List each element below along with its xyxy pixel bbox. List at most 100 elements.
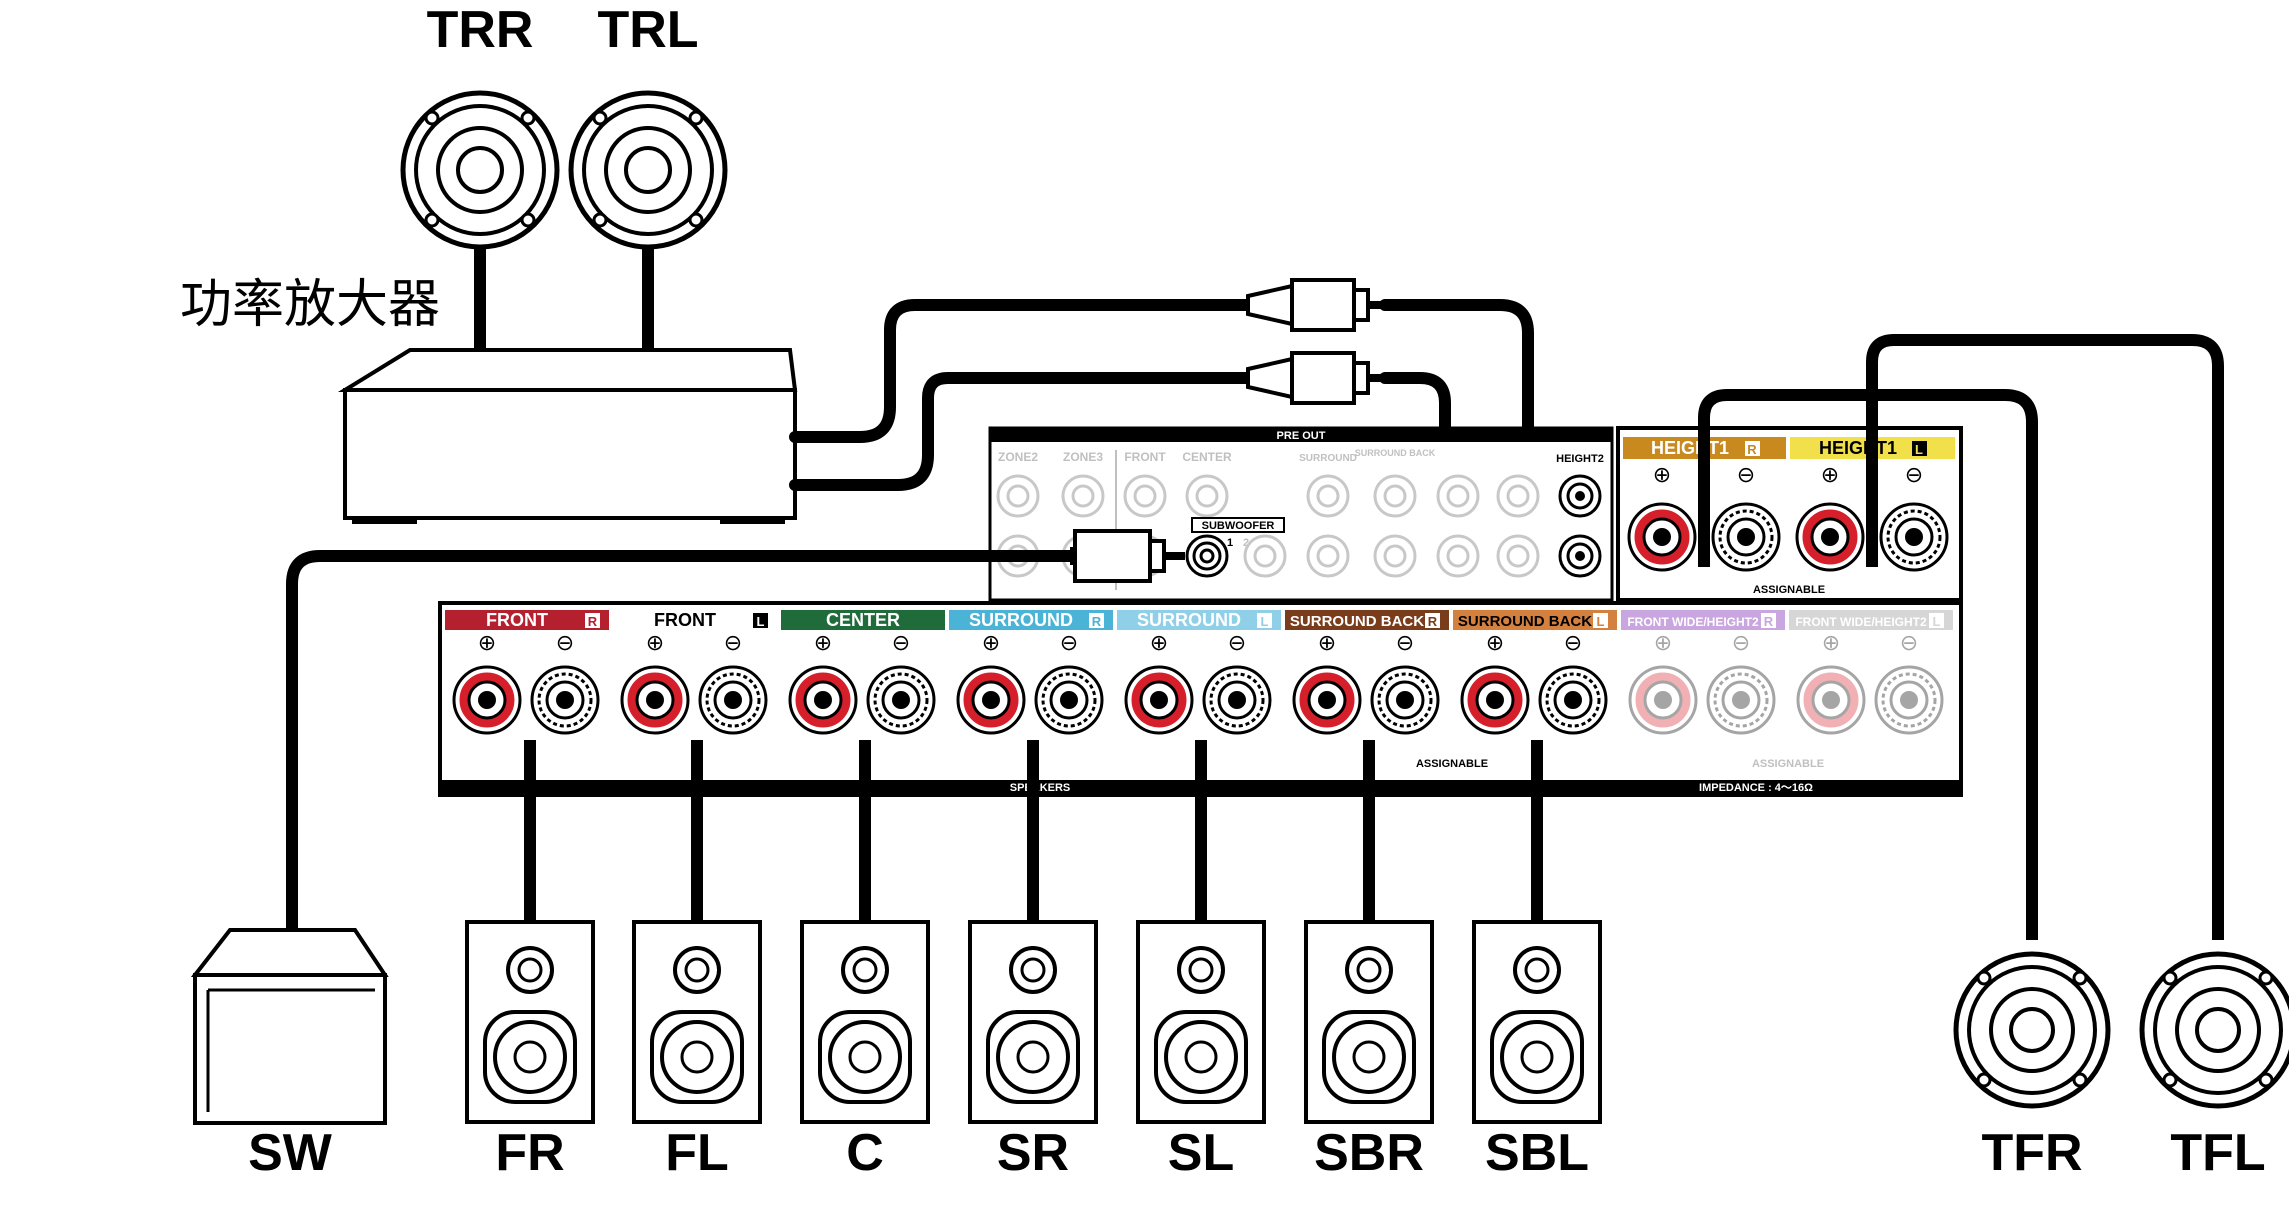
speaker-assignable-label: ASSIGNABLE [1416,758,1488,770]
preout-title: PRE OUT [1277,430,1326,442]
height1-terminals [1627,502,1949,572]
height1-terminal-0[interactable] [1627,502,1697,572]
height1-l-plus: ⊕ [1821,462,1839,487]
height1-assignable: ASSIGNABLE [1753,584,1825,596]
preout-center: CENTER [1182,450,1232,464]
label-tfr: TFR [1981,1124,2082,1182]
terminal-minus-2: ⊖ [892,630,910,655]
label-sbr: SBR [1314,1124,1424,1182]
terminal-plus-post-2[interactable] [788,665,858,735]
svg-text:L: L [1597,614,1605,629]
floor-speaker-5-icon [1304,920,1434,1124]
speaker-trl-icon [568,90,728,250]
height1-terminal-3[interactable] [1879,502,1949,572]
terminal-plus-post-1[interactable] [620,665,690,735]
terminal-plus-post-4[interactable] [1124,665,1194,735]
terminal-label-4: SURROUND [1137,610,1241,630]
label-sr: SR [997,1124,1069,1182]
rca-plug-1-icon [1246,278,1388,332]
power-amplifier-icon [337,348,798,524]
preout-height2: HEIGHT2 [1556,453,1604,465]
terminal-plus-post-3[interactable] [956,665,1026,735]
subwoofer-rca-plug-icon [1070,529,1185,583]
impedance-label: IMPEDANCE : 4～16Ω [1699,782,1813,794]
floor-speaker-3-icon [968,920,1098,1124]
terminal-plus-post-8[interactable] [1796,665,1866,735]
height1-terminal-1[interactable] [1711,502,1781,572]
speaker-tfl-icon [2139,951,2289,1109]
preout-surround-back: SURROUND BACK [1355,448,1436,458]
svg-text:L: L [1261,614,1269,629]
terminal-plus-8: ⊕ [1822,630,1840,655]
terminal-plus-post-5[interactable] [1292,665,1362,735]
height1-terminal-2[interactable] [1795,502,1865,572]
floor-speaker-6-icon [1472,920,1602,1124]
terminal-plus-post-7[interactable] [1628,665,1698,735]
terminal-label-5: SURROUND BACK [1290,613,1424,630]
terminal-plus-3: ⊕ [982,630,1000,655]
floor-speaker-4-icon [1136,920,1266,1124]
svg-text:L: L [757,614,765,629]
terminal-plus-post-6[interactable] [1460,665,1530,735]
terminal-minus-7: ⊖ [1732,630,1750,655]
label-trr: TRR [427,1,534,59]
terminal-plus-7: ⊕ [1654,630,1672,655]
terminal-plus-1: ⊕ [646,630,664,655]
svg-text:L: L [1915,442,1923,457]
height1-r-minus: ⊖ [1737,462,1755,487]
subwoofer-icon [190,928,389,1125]
terminal-minus-5: ⊖ [1396,630,1414,655]
amplifier-label: 功率放大器 [180,275,440,335]
height2-jack-top[interactable] [1558,474,1602,518]
terminal-minus-post-5[interactable] [1370,665,1440,735]
speaker-trr-icon [400,90,560,250]
terminal-plus-6: ⊕ [1486,630,1504,655]
terminal-minus-post-3[interactable] [1034,665,1104,735]
svg-text:L: L [1933,614,1941,629]
floor-speaker-2-icon [800,920,930,1124]
terminal-label-8: FRONT WIDE/HEIGHT2 [1795,615,1927,629]
terminal-plus-0: ⊕ [478,630,496,655]
terminal-minus-8: ⊖ [1900,630,1918,655]
terminal-minus-post-0[interactable] [530,665,600,735]
terminal-label-1: FRONT [654,610,716,630]
terminal-minus-6: ⊖ [1564,630,1582,655]
terminal-minus-post-2[interactable] [866,665,936,735]
svg-text:R: R [1764,614,1774,629]
tfr-tfl-wires [1698,334,2224,940]
terminal-plus-post-0[interactable] [452,665,522,735]
terminal-minus-post-8[interactable] [1874,665,1944,735]
label-fr: FR [495,1124,564,1182]
terminal-minus-post-7[interactable] [1706,665,1776,735]
preout-sub1: 1 [1227,537,1233,549]
floor-speaker-0-icon [465,920,595,1124]
terminal-minus-post-1[interactable] [698,665,768,735]
preout-subwoofer: SUBWOOFER [1202,520,1275,532]
speakers-label: SPEAKERS [1010,782,1071,794]
label-sl: SL [1168,1124,1234,1182]
label-c: C [846,1124,884,1182]
speaker-tfr-icon [1953,951,2111,1109]
terminal-plus-5: ⊕ [1318,630,1336,655]
svg-text:R: R [1092,614,1102,629]
height1-l-minus: ⊖ [1905,462,1923,487]
preout-zone3: ZONE3 [1063,450,1103,464]
height1-r-label: HEIGHT1 [1651,438,1729,458]
terminal-minus-post-6[interactable] [1538,665,1608,735]
svg-text:R: R [588,614,598,629]
subwoofer-cable [286,550,1081,941]
label-trl: TRL [597,1,698,59]
subwoofer-jack-1[interactable] [1185,534,1229,578]
terminal-minus-post-4[interactable] [1202,665,1272,735]
rca-plug-2-icon [1246,351,1388,405]
terminal-minus-4: ⊖ [1228,630,1246,655]
height2-jack-bottom[interactable] [1558,534,1602,578]
